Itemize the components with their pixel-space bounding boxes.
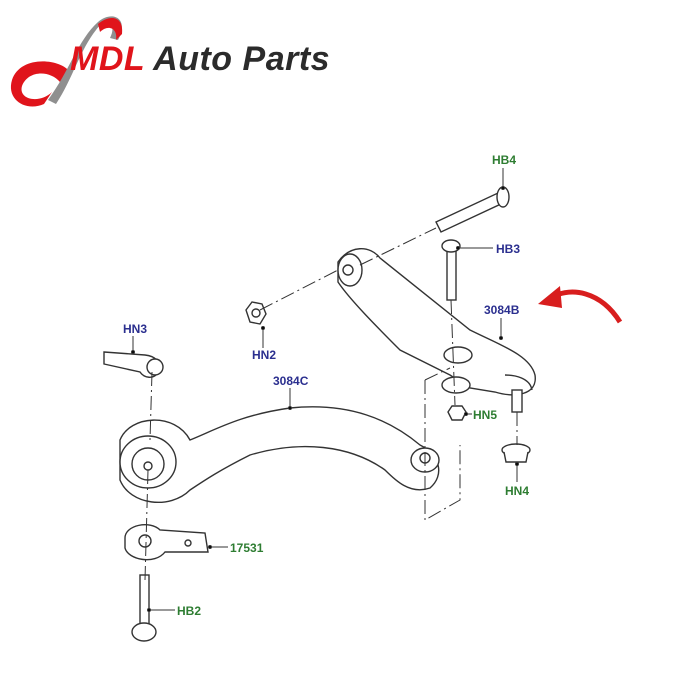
arm-3084b <box>337 248 536 413</box>
bolt-hb4 <box>435 186 510 233</box>
callout-hn4: HN4 <box>505 484 530 498</box>
arm-3084c <box>119 406 440 504</box>
callout-hn5: HN5 <box>473 408 498 422</box>
logo-brand: MDL <box>70 40 146 78</box>
callout-hn3: HN3 <box>123 322 148 336</box>
assembly-axis-lines <box>144 227 518 581</box>
callout-17531: 17531 <box>230 541 264 555</box>
nut-hn5 <box>447 405 467 421</box>
link-17531 <box>124 524 209 561</box>
callout-hb4: HB4 <box>492 153 517 167</box>
bolt-hb3 <box>441 239 461 301</box>
bracket-hn3 <box>103 351 164 378</box>
red-arrow-icon <box>538 286 623 324</box>
logo-tagline: Auto Parts <box>153 40 331 78</box>
callout-hn2: HN2 <box>252 348 277 362</box>
callout-hb2: HB2 <box>177 604 202 618</box>
nut-hn4 <box>501 443 531 463</box>
swoosh-logo-icon <box>10 16 123 107</box>
callout-3084b: 3084B <box>484 303 520 317</box>
nut-hn2 <box>245 301 267 325</box>
callout-3084c: 3084C <box>273 374 309 388</box>
bolt-hb2 <box>131 574 157 642</box>
leader-lines <box>131 168 519 612</box>
callout-hb3: HB3 <box>496 242 521 256</box>
